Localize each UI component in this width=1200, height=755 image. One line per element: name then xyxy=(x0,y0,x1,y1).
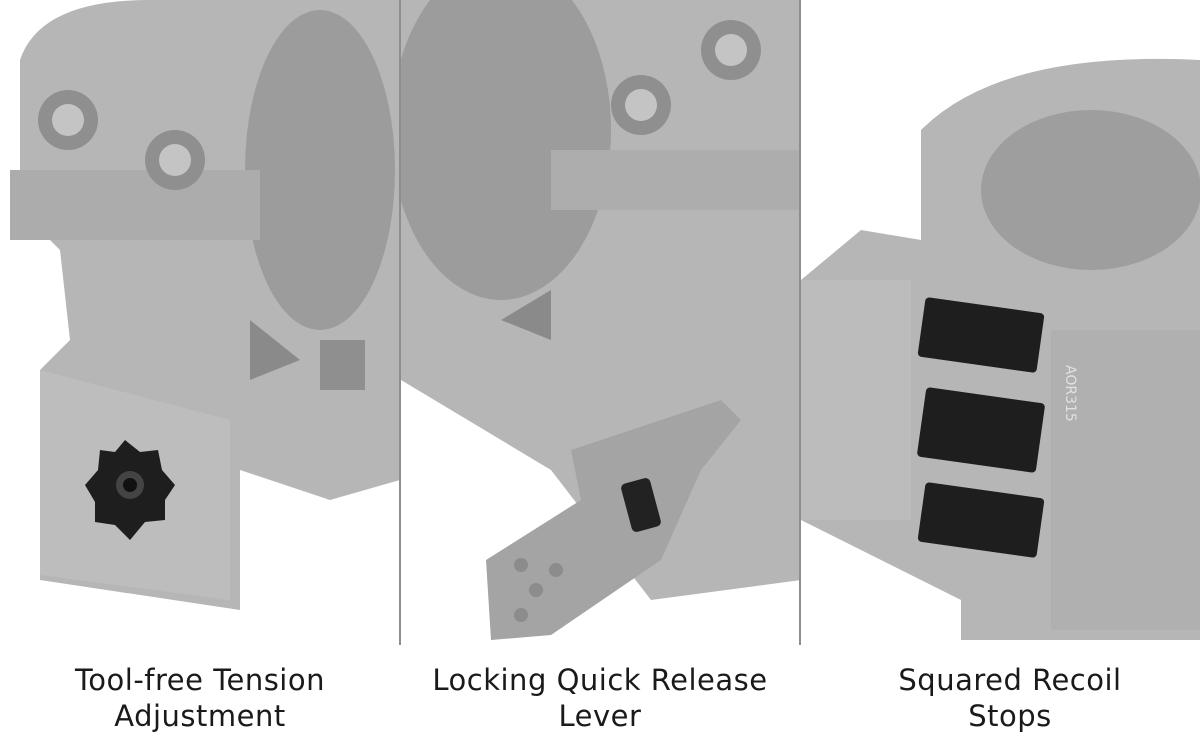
ring-mount-photo-3: AOR315 xyxy=(801,0,1200,645)
recoil-stops-icon xyxy=(917,297,1045,558)
panel-recoil-stops: AOR315 xyxy=(801,0,1200,645)
ring-mount-photo-1 xyxy=(0,0,400,645)
panel-quick-release-lever xyxy=(401,0,801,645)
divider xyxy=(799,0,801,645)
part-marking: AOR315 xyxy=(1062,365,1078,422)
caption-recoil-stops: Squared Recoil Stops xyxy=(898,663,1122,733)
caption-quick-release-lever: Locking Quick Release Lever xyxy=(432,663,768,733)
divider xyxy=(399,0,401,645)
ring-mount-photo-2 xyxy=(401,0,801,645)
panel-tension-adjustment xyxy=(0,0,400,645)
tension-knob-icon xyxy=(85,440,175,540)
caption-tension-adjustment: Tool-free Tension Adjustment xyxy=(75,663,325,733)
quick-release-lever-icon xyxy=(486,400,741,640)
